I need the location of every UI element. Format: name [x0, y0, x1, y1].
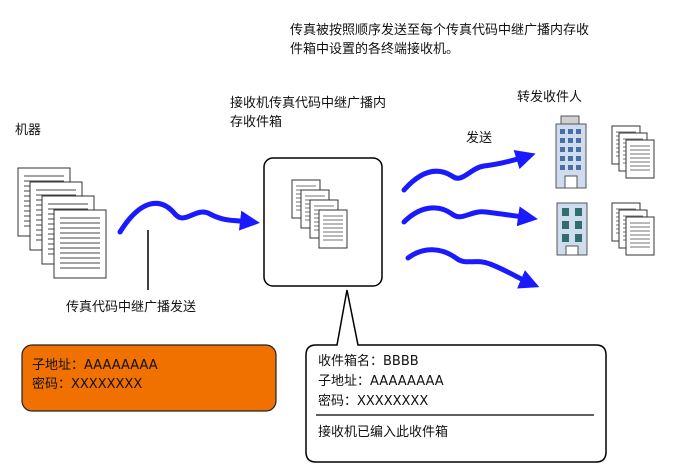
building-icon [556, 202, 588, 256]
mailbox-sub-address: 子地址：AAAAAAAA [318, 374, 444, 389]
forward-arrow-3 [405, 247, 540, 289]
recipient-document-stack [611, 202, 655, 256]
building-icon [555, 115, 587, 189]
mailbox-note: 接收机已编入此收件箱 [318, 425, 449, 440]
machine-label: 机器 [15, 123, 42, 138]
header-line-2: 件箱中设置的各终端接收机。 [290, 42, 460, 57]
forward-arrow-1 [401, 149, 536, 193]
recipient-document-stack [611, 125, 655, 179]
header-line-1: 传真被按照顺序发送至每个传真代码中继广播内存收 [290, 23, 590, 38]
sender-password: 密码：XXXXXXXX [32, 377, 143, 392]
sender-sub-address: 子地址：AAAAAAAA [32, 358, 158, 373]
forward-arrow-2 [401, 205, 538, 227]
sender-document-stack [17, 167, 107, 279]
send-label: 发送 [466, 131, 493, 146]
sender-info-box [21, 344, 277, 412]
mailbox-callout [305, 289, 607, 463]
receiver-box-label-1: 接收机传真代码中继广播内 [230, 96, 387, 111]
mailbox-password: 密码：XXXXXXXX [318, 394, 429, 409]
receiver-box-label-2: 存收件箱 [230, 115, 283, 130]
forward-recipients-label: 转发收件人 [517, 90, 583, 105]
mailbox-name: 收件箱名：BBBB [318, 354, 419, 369]
send-arrow [117, 200, 260, 235]
relay-broadcast-send-label: 传真代码中继广播发送 [66, 300, 197, 315]
